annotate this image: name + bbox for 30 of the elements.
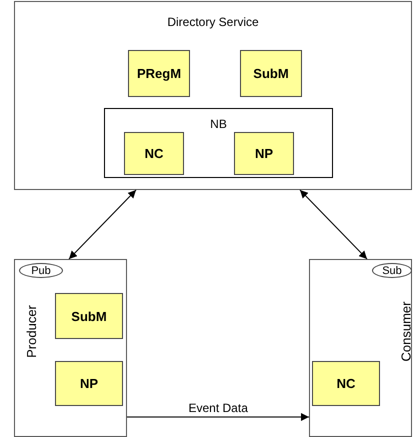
container-box <box>14 259 127 437</box>
container-title: NB <box>209 117 228 131</box>
component-box <box>55 293 123 339</box>
box-label: Sub <box>382 264 402 276</box>
container-box <box>14 1 412 190</box>
component-box <box>234 132 294 175</box>
container-box <box>309 259 412 437</box>
vertical-label: Producer <box>23 304 38 358</box>
arrow <box>300 190 368 260</box>
component-box <box>240 50 302 97</box>
component-box <box>124 132 184 175</box>
tag-oval <box>372 263 412 278</box>
edge-label: Event Data <box>186 401 250 415</box>
vertical-label: Consumer <box>398 301 414 361</box>
tag-oval <box>19 263 63 278</box>
box-label: NC <box>336 376 356 391</box>
container-box <box>104 108 333 178</box>
box-label: SubM <box>253 66 289 81</box>
box-label: PRegM <box>136 66 182 81</box>
box-label: Pub <box>31 264 51 276</box>
component-box <box>55 361 123 406</box>
component-box <box>312 361 380 406</box>
box-label: SubM <box>71 308 107 324</box>
arrow <box>68 190 136 260</box>
container-title: Directory Service <box>166 15 260 29</box>
box-label: NP <box>80 376 98 391</box>
box-label: NP <box>254 146 274 161</box>
component-box <box>128 50 190 97</box>
box-label: NC <box>144 146 164 161</box>
arrow <box>126 413 310 421</box>
